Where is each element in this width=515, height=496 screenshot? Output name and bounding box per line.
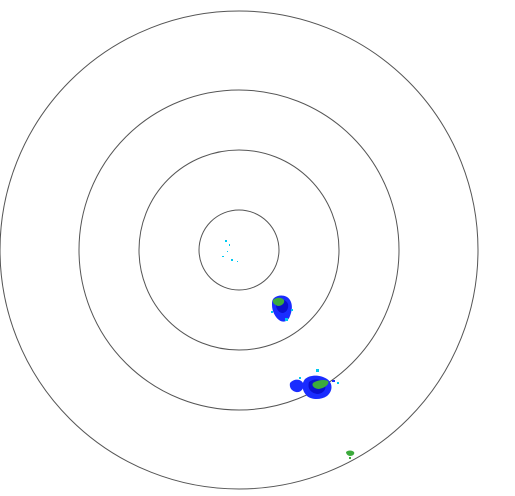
clutter-speckles [222, 240, 238, 262]
clutter-dot [227, 251, 228, 252]
precip-cell-2-west [289, 379, 304, 393]
clutter-dot [237, 261, 238, 262]
precip-cell-2-fringe [299, 377, 301, 379]
precip-cell-2-fringe [316, 369, 319, 372]
precip-cell-2-fringe [332, 380, 335, 382]
clutter-dot [229, 244, 230, 246]
precip-cell-3 [346, 450, 355, 459]
precip-cell-2-heavy [312, 379, 329, 389]
range-ring-1 [198, 209, 280, 291]
clutter-dot [225, 240, 227, 242]
range-rings [0, 10, 479, 490]
clutter-dot [231, 259, 233, 261]
precip-cell-2 [289, 369, 339, 399]
precip-cell-1-fringe [271, 311, 273, 313]
precip-cell-1 [271, 295, 293, 322]
range-ring-4 [0, 10, 479, 490]
range-ring-2 [138, 149, 340, 351]
precip-cell-3-heavy [346, 450, 355, 456]
precip-cell-2-fringe [337, 382, 339, 384]
precip-cell-1-fringe [285, 318, 288, 321]
precip-cell-1-fringe [291, 309, 293, 311]
precip-cell-1-heavy [272, 297, 285, 306]
precip-cell-3-fringe [349, 457, 351, 459]
range-ring-3 [78, 89, 400, 411]
clutter-dot [222, 256, 224, 257]
